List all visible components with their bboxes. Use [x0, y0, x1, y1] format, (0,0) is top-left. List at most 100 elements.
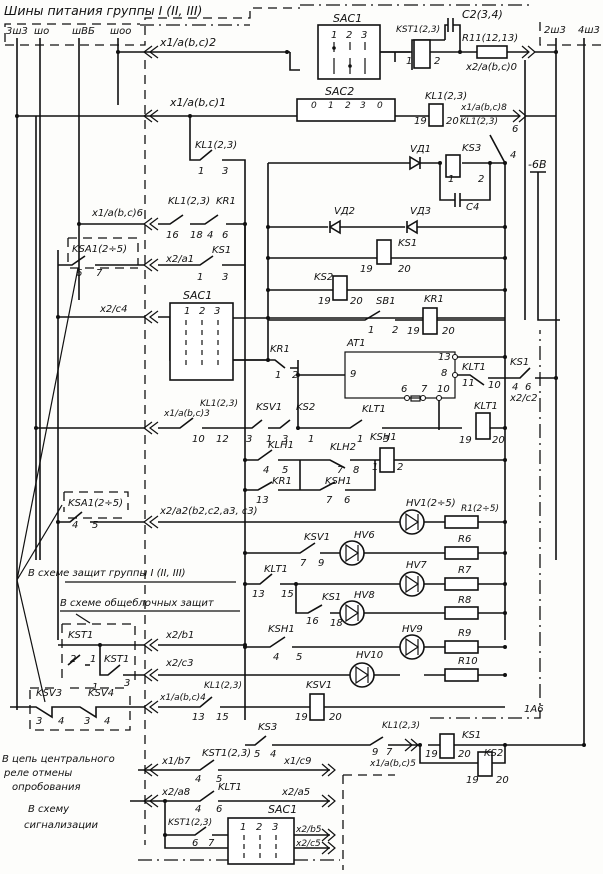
- label-vd1: VД1: [410, 144, 431, 155]
- relay-coil-kst1: [413, 39, 431, 69]
- svg-text:9: 9: [318, 558, 324, 569]
- svg-text:2: 2: [70, 654, 76, 665]
- relay-coil-ks2-bottom: [477, 751, 493, 777]
- svg-text:1: 1: [357, 434, 363, 445]
- label-kr1-contact: KR1: [216, 196, 236, 207]
- svg-text:3: 3: [222, 166, 228, 177]
- resistor-r10: [444, 668, 479, 682]
- note-central-relay-1: В цепь центрального: [2, 754, 115, 765]
- svg-text:19: 19: [414, 116, 427, 127]
- switch-sac1-bottom[interactable]: [227, 817, 295, 865]
- svg-text:19: 19: [295, 712, 308, 723]
- bus-label-sho: шо: [34, 26, 49, 37]
- svg-text:4: 4: [207, 230, 213, 241]
- svg-text:4: 4: [195, 804, 201, 815]
- label-supply: -6В: [528, 158, 547, 171]
- svg-text:20: 20: [496, 775, 509, 786]
- relay-coil-kr1: [422, 307, 438, 335]
- label-vd3: VД3: [410, 206, 431, 217]
- switch-sac1-top[interactable]: [317, 24, 381, 80]
- label-kl1-contact6: KL1(2,3): [382, 721, 420, 731]
- capacitor-c4: [454, 193, 461, 207]
- label-r9: R9: [458, 628, 471, 639]
- svg-text:0: 0: [377, 101, 383, 111]
- svg-text:5: 5: [296, 652, 302, 663]
- svg-text:6: 6: [525, 382, 531, 393]
- svg-text:6: 6: [216, 804, 222, 815]
- label-r11: R11(12,13): [462, 33, 518, 44]
- resistor-r11: [476, 45, 508, 59]
- svg-text:19: 19: [318, 296, 331, 307]
- frame-kst1: [61, 623, 136, 680]
- label-sac1-mid: SAC1: [183, 289, 212, 302]
- conn-label-c9: x2/c3: [165, 658, 194, 669]
- bus-label-3sh3: 3ш3: [6, 26, 28, 37]
- svg-text:20: 20: [350, 296, 363, 307]
- diode-vd2: [328, 219, 341, 235]
- diode-vd3: [405, 219, 418, 235]
- switch-sac2[interactable]: [296, 98, 396, 122]
- svg-text:0: 0: [311, 101, 317, 111]
- note-central-relay-2: реле отмены: [3, 768, 72, 779]
- note-common-protection: В схеме общеблочных защит: [60, 597, 215, 609]
- bus-label-4sh3: 4ш3: [578, 25, 600, 36]
- svg-text:2: 2: [345, 101, 351, 111]
- svg-text:5: 5: [92, 520, 98, 531]
- label-kr1-contact3: KR1: [272, 476, 292, 487]
- label-kst1-b: KST1: [104, 654, 129, 665]
- svg-text:19: 19: [407, 326, 420, 337]
- label-klt1-contact: KLT1: [462, 362, 486, 373]
- svg-text:20: 20: [442, 326, 455, 337]
- label-ksv1-contact: KSV1: [256, 402, 282, 413]
- svg-text:6: 6: [192, 838, 198, 849]
- svg-text:1: 1: [92, 682, 98, 693]
- label-hv6: HV6: [354, 530, 375, 541]
- label-sac1-bottom: SAC1: [268, 803, 297, 816]
- svg-text:1: 1: [308, 434, 314, 445]
- svg-text:19: 19: [360, 264, 373, 275]
- svg-text:7: 7: [326, 495, 333, 506]
- svg-text:20: 20: [492, 435, 505, 446]
- svg-text:2: 2: [292, 370, 298, 381]
- svg-text:10: 10: [488, 380, 501, 391]
- label-block-1a6: 1A6: [524, 704, 544, 715]
- connector-arrow: [143, 45, 159, 59]
- label-kst1: KST1(2,3): [396, 25, 440, 35]
- svg-text:1: 1: [198, 166, 204, 177]
- label-kl1-contact3: KL1(2,3): [460, 117, 498, 127]
- svg-text:3: 3: [222, 272, 228, 283]
- label-r6: R6: [458, 534, 471, 545]
- svg-text:15: 15: [216, 712, 229, 723]
- svg-text:4: 4: [510, 150, 516, 161]
- conn-label-c12: x1/a(b,c)8: [460, 103, 507, 113]
- bus-frame-right: [539, 22, 603, 46]
- svg-text:13: 13: [252, 589, 265, 600]
- label-ksv4: KSV4: [88, 688, 114, 699]
- svg-text:1: 1: [331, 30, 337, 41]
- svg-text:3: 3: [361, 30, 367, 41]
- svg-text:1: 1: [368, 325, 374, 336]
- svg-text:1: 1: [328, 101, 334, 111]
- svg-text:19: 19: [425, 749, 438, 760]
- conn-label-c8: x2/b1: [165, 630, 194, 641]
- note-signaling-2: сигнализации: [24, 820, 99, 831]
- label-ksh1-coil: KSH1: [370, 432, 397, 443]
- bus-label-shoo: шоо: [110, 26, 131, 37]
- frame-ksv: [29, 687, 131, 731]
- relay-coil-klt1: [475, 412, 491, 440]
- relay-coil-ksv1: [309, 693, 325, 721]
- block-frame-top: [140, 4, 530, 26]
- conn-label-c2: x1/a(b,c)1: [169, 96, 226, 109]
- conn-label-c18: x2/a5: [281, 787, 310, 798]
- frame-ksa1-top: [67, 237, 139, 269]
- label-r10: R10: [458, 656, 478, 667]
- label-c2: C2(3,4): [462, 8, 503, 21]
- label-klt1-contact3: KLT1: [264, 564, 288, 575]
- wire-row-ksa1: [58, 255, 245, 266]
- label-hv9: HV9: [402, 624, 423, 635]
- svg-text:9: 9: [350, 369, 356, 380]
- svg-text:1: 1: [184, 306, 190, 317]
- label-ksh1-contact2: KSH1: [268, 624, 295, 635]
- label-kr1-coil: KR1: [424, 294, 444, 305]
